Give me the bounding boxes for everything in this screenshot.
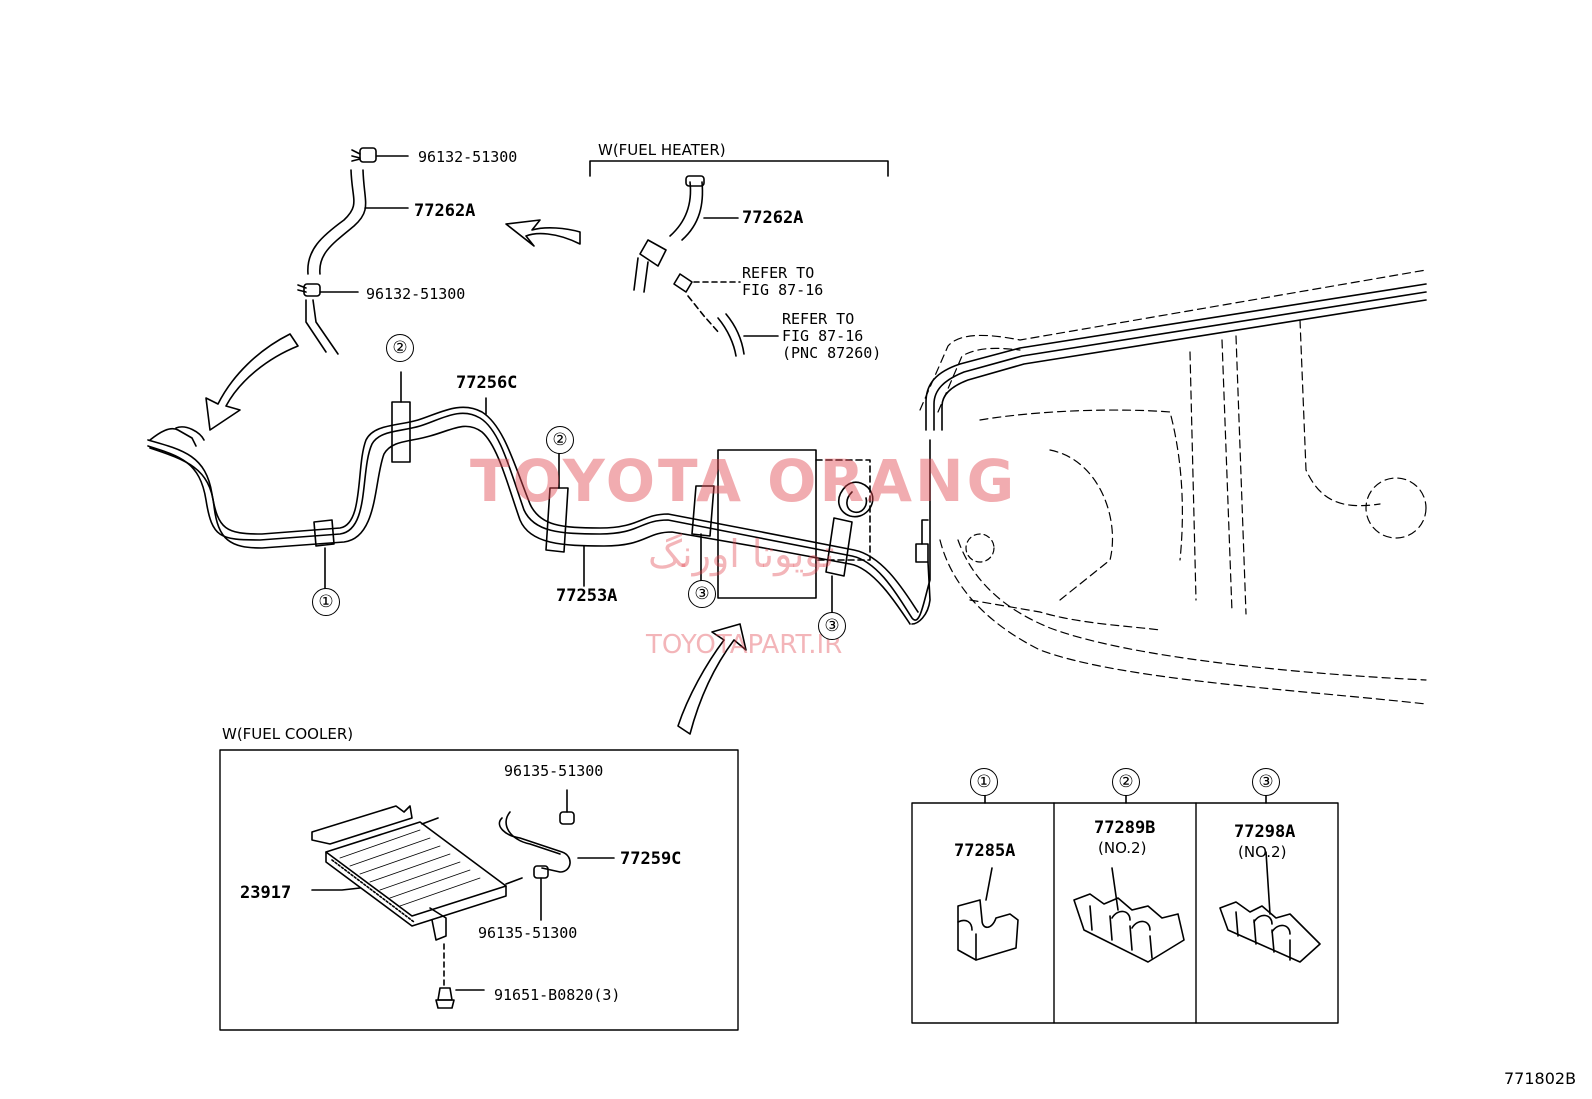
upper-clip-bottom-label: 96132-51300 <box>366 285 466 303</box>
clamp-3-sub-label: (NO.2) <box>1238 843 1287 861</box>
cooler-bolt-label: 91651-B0820(3) <box>494 986 621 1004</box>
tube-clamps <box>313 401 853 577</box>
callout-2-middle: ② <box>546 426 574 454</box>
fuel-cooler-assembly <box>311 789 615 1009</box>
watermark-brand: TOYOTA ORANG <box>470 447 1018 515</box>
heater-hose-part-label: 77262A <box>742 208 804 228</box>
clamp-type-1 <box>957 867 1019 961</box>
refer-note-2: REFER TO FIG 87-16 (PNC 87260) <box>782 310 882 362</box>
cooler-hose-label: 77259C <box>620 849 682 869</box>
clamp-2-sub-label: (NO.2) <box>1098 839 1147 857</box>
fuel-cooler-box <box>219 749 739 1031</box>
refer-note-1: REFER TO FIG 87-16 <box>742 264 824 299</box>
clamp-2-part-label: 77289B <box>1094 818 1156 838</box>
upper-left-hose-assembly <box>297 147 409 355</box>
watermark-url: TOYOTAPART.IR <box>646 630 843 660</box>
upper-clip-top-label: 96132-51300 <box>418 148 518 166</box>
canister-outline <box>717 449 817 599</box>
main-fuel-tubes <box>147 283 1427 625</box>
tube-lower-label: 77253A <box>556 586 618 606</box>
tube-upper-label: 77256C <box>456 373 518 393</box>
callout-3-right: ③ <box>818 612 846 640</box>
fuel-heater-assembly <box>633 175 779 357</box>
arrow-left <box>205 333 299 431</box>
cooler-clip-bottom-label: 96135-51300 <box>478 924 578 942</box>
legend-callout-2: ② <box>1112 768 1140 796</box>
callout-2-upper: ② <box>386 334 414 362</box>
upper-hose-label: 77262A <box>414 201 476 221</box>
fuel-heater-title: W(FUEL HEATER) <box>598 141 726 159</box>
watermark-persian: تویوتا اورنگ <box>648 532 835 576</box>
fuel-tank-outline <box>919 269 1427 705</box>
arrow-bottom <box>677 623 747 735</box>
callout-3-left: ③ <box>688 580 716 608</box>
legend-callout-1: ① <box>970 768 998 796</box>
clamp-1-part-label: 77285A <box>954 841 1016 861</box>
fuel-cooler-title: W(FUEL COOLER) <box>222 725 354 743</box>
clamp-type-3 <box>1219 851 1321 963</box>
fuel-heater-bracket <box>589 160 889 177</box>
fuel-cooler-part-label: 23917 <box>240 883 292 903</box>
callout-1: ① <box>312 588 340 616</box>
legend-callout-3: ③ <box>1252 768 1280 796</box>
clamp-3-part-label: 77298A <box>1234 822 1296 842</box>
figure-id: 771802B <box>1504 1069 1577 1088</box>
clamp-type-2 <box>1073 867 1185 963</box>
cooler-clip-top-label: 96135-51300 <box>504 762 604 780</box>
arrow-upper <box>505 219 581 247</box>
